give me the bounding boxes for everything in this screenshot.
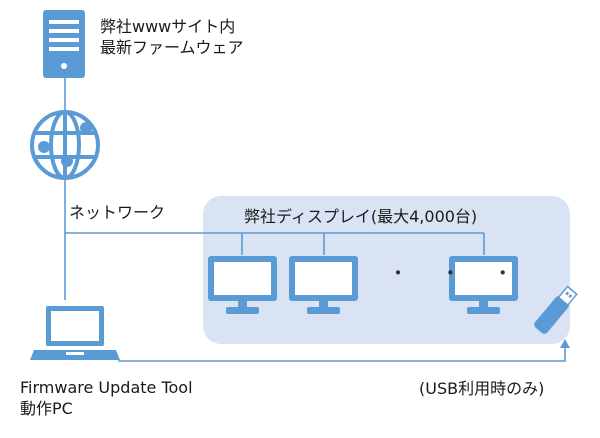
network-label: ネットワーク bbox=[69, 203, 166, 222]
monitor-icon-3 bbox=[449, 256, 518, 314]
monitor-icon-2 bbox=[289, 256, 358, 314]
more-displays-ellipsis: ・ ・ ・ bbox=[388, 261, 526, 285]
monitor-icon-1 bbox=[208, 256, 277, 314]
laptop-icon bbox=[30, 306, 120, 360]
usb-drive-icon bbox=[534, 285, 578, 334]
usb-label: (USB利用時のみ) bbox=[419, 379, 545, 398]
globe-nodes bbox=[38, 122, 92, 167]
pc-to-usb-line bbox=[118, 347, 566, 362]
pc-label-line1: Firmware Update Tool bbox=[20, 378, 193, 397]
server-label-line2: 最新ファームウェア bbox=[100, 38, 244, 57]
usb-arrow-head bbox=[560, 339, 570, 348]
display-group-label: 弊社ディスプレイ(最大4,000台) bbox=[244, 207, 478, 226]
pc-label-line2: 動作PC bbox=[20, 399, 73, 418]
pc-label: Firmware Update Tool 動作PC bbox=[20, 377, 193, 419]
server-label-line1: 弊社wwwサイト内 bbox=[100, 17, 236, 36]
server-label: 弊社wwwサイト内 最新ファームウェア bbox=[100, 16, 244, 58]
server-icon bbox=[43, 10, 85, 78]
connection-lines bbox=[64, 78, 566, 362]
